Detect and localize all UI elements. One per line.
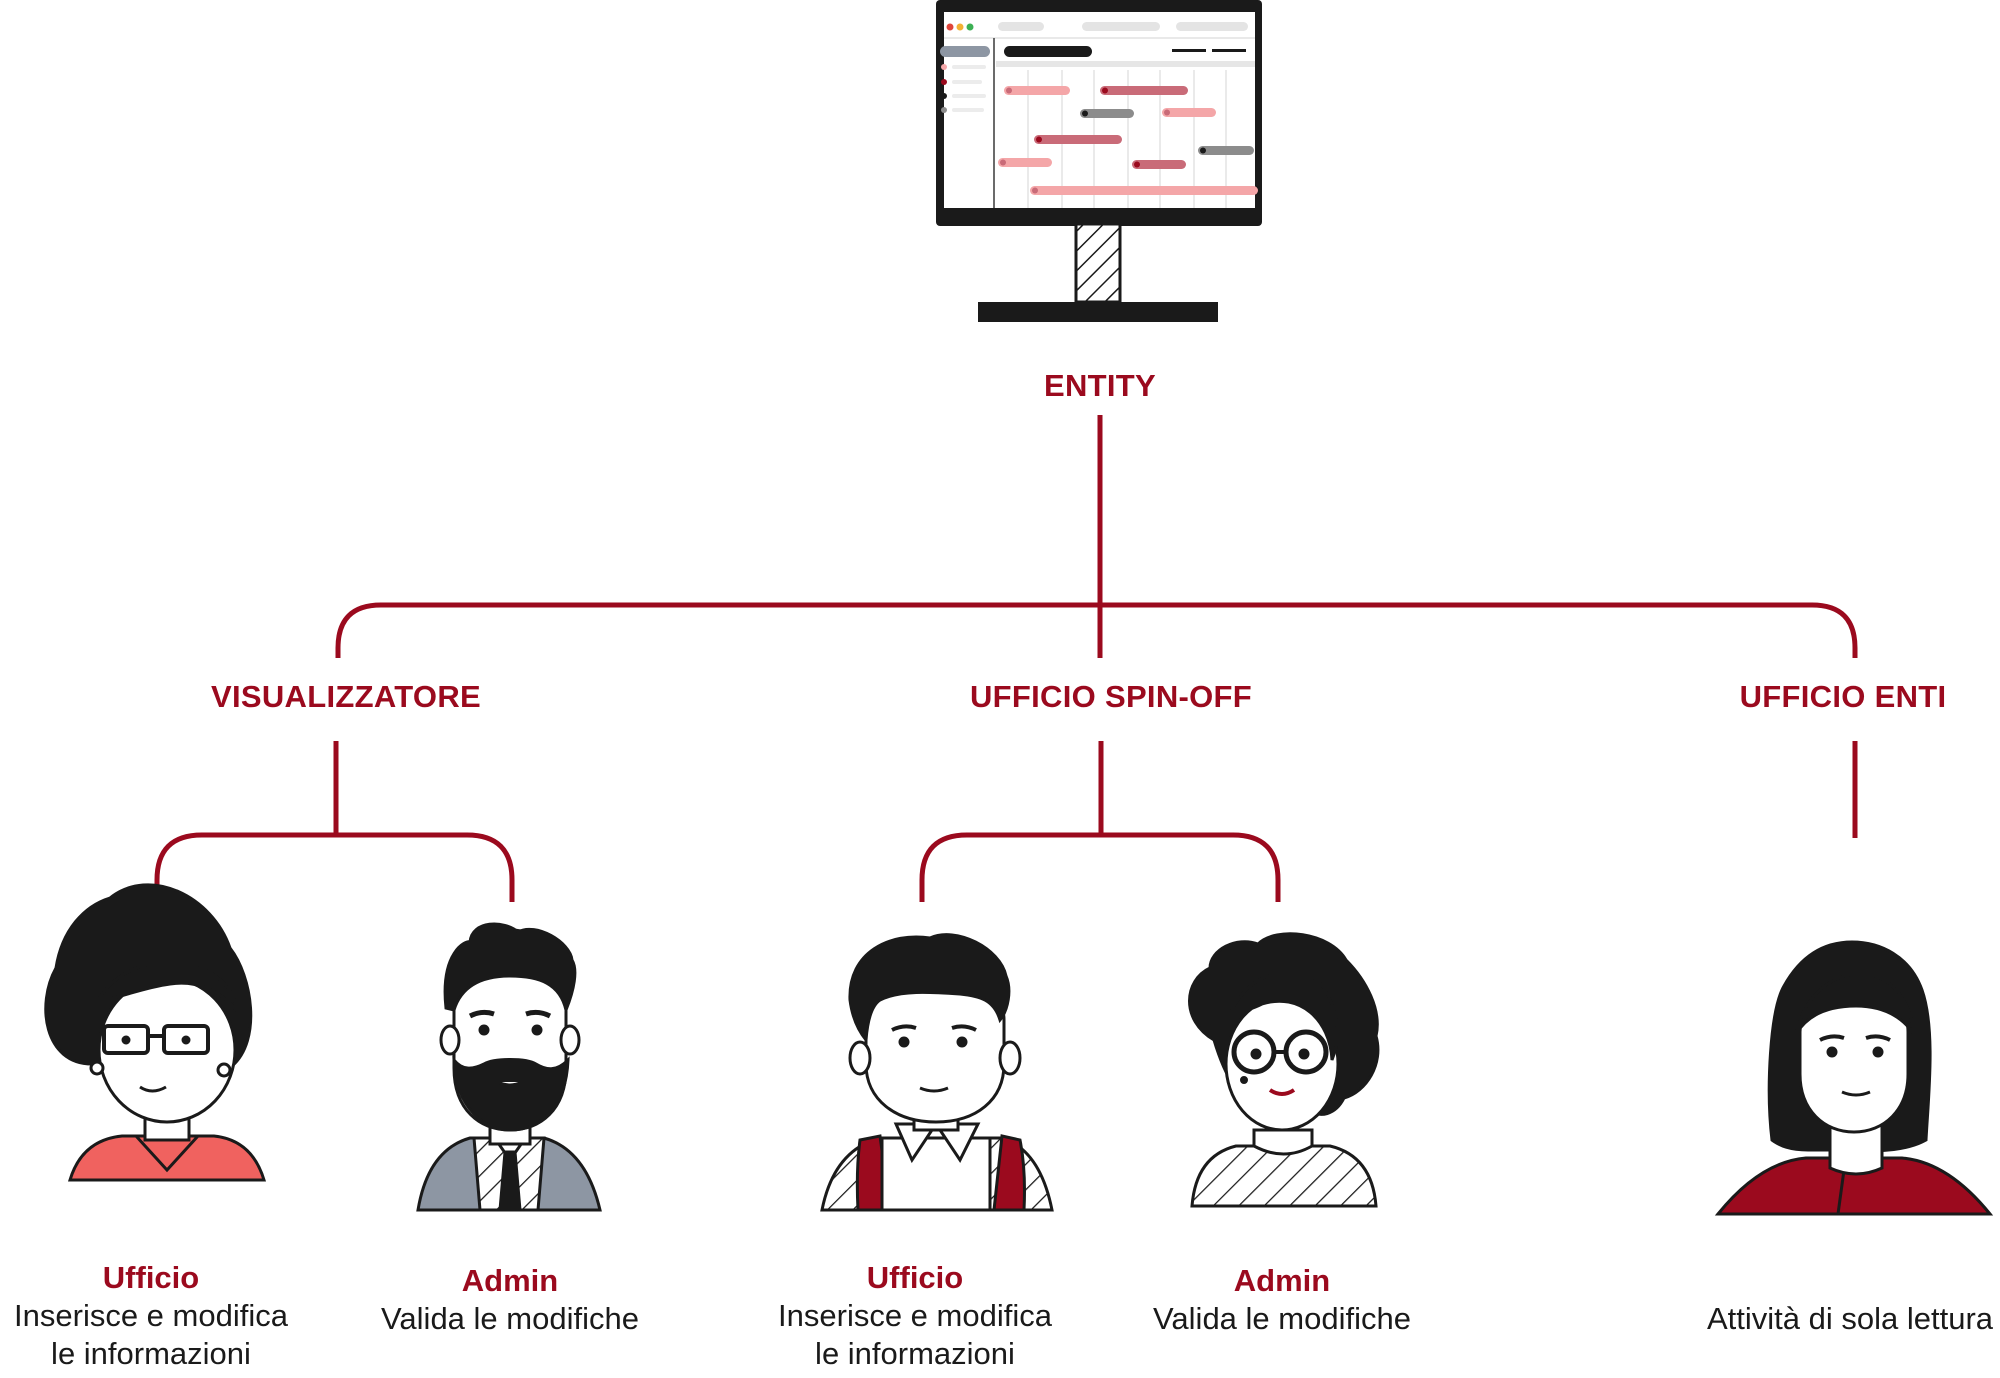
woman-glasses-avatar-icon — [44, 883, 267, 1182]
woman-round-glasses-avatar-icon — [1188, 932, 1380, 1208]
role-desc-2: Valida le modifiche — [381, 1301, 639, 1336]
role-title-2: Admin — [461, 1263, 559, 1298]
role-desc-3: Inserisce e modifica le informazioni — [778, 1298, 1052, 1371]
bearded-man-avatar-icon — [416, 922, 602, 1212]
role-title-3: Ufficio — [866, 1260, 964, 1295]
woman-long-hair-avatar-icon — [1714, 940, 1994, 1216]
role-desc-4: Valida le modifiche — [1153, 1301, 1411, 1336]
spinoff-bracket — [919, 832, 1281, 902]
group-label-ufficio-spin-off: UFFICIO SPIN-OFF — [969, 679, 1253, 714]
role-desc-1: Inserisce e modifica le informazioni — [14, 1298, 288, 1371]
role-desc-5: Attività di sola lettura — [1706, 1301, 1994, 1336]
role-title-4: Admin — [1233, 1263, 1331, 1298]
root-label: ENTITY — [1043, 368, 1157, 403]
role-title-1: Ufficio — [102, 1260, 200, 1295]
visualizzatore-bracket — [154, 832, 515, 902]
group-label-visualizzatore: VISUALIZZATORE — [210, 679, 482, 714]
group-label-ufficio-enti: UFFICIO ENTI — [1739, 679, 1947, 714]
monitor-gantt-icon — [936, 0, 1262, 322]
young-man-avatar-icon — [820, 933, 1054, 1212]
connector-lines — [154, 415, 1858, 902]
groups-bracket — [335, 602, 1858, 658]
